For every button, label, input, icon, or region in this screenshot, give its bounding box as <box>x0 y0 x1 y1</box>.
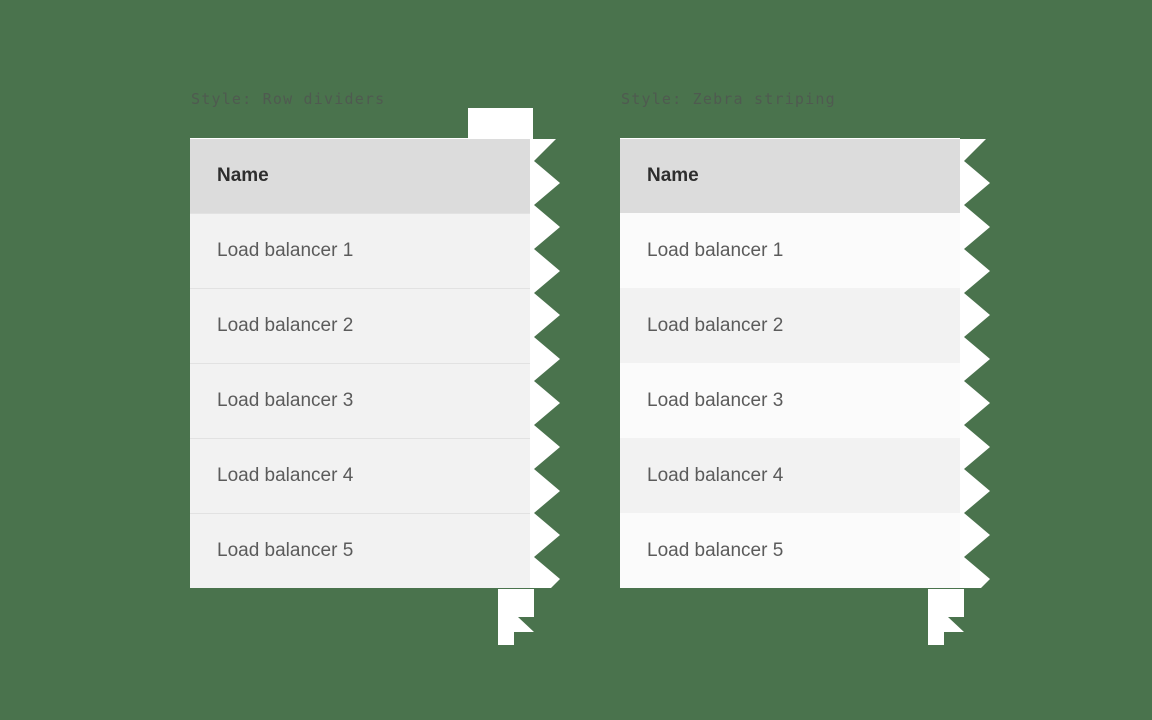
row-label: Load balancer 2 <box>217 315 354 336</box>
panel-zebra-striping: Style: Zebra striping Name Load balancer… <box>620 0 990 720</box>
table-header: Name <box>620 139 960 213</box>
table-header: Name <box>190 139 530 213</box>
style-label-row-dividers: Style: Row dividers <box>191 90 386 108</box>
table-row[interactable]: Load balancer 3 <box>190 363 530 438</box>
table-row[interactable]: Load balancer 3 <box>620 363 960 438</box>
row-label: Load balancer 3 <box>217 390 354 411</box>
panel-row-dividers: Style: Row dividers Name Load balancer 1… <box>190 0 560 720</box>
bottom-cursor-marker <box>914 588 976 646</box>
table-row[interactable]: Load balancer 4 <box>620 438 960 513</box>
style-label-zebra-striping: Style: Zebra striping <box>621 90 836 108</box>
row-label: Load balancer 3 <box>647 389 784 411</box>
table-row[interactable]: Load balancer 2 <box>190 288 530 363</box>
row-label: Load balancer 5 <box>647 539 784 561</box>
row-label: Load balancer 1 <box>647 239 784 261</box>
row-label: Load balancer 1 <box>217 240 354 261</box>
table-row[interactable]: Load balancer 1 <box>620 213 960 288</box>
column-header-name: Name <box>647 165 699 186</box>
table-row[interactable]: Load balancer 4 <box>190 438 530 513</box>
table-card-zebra-striping: Name Load balancer 1 Load balancer 2 Loa… <box>620 138 990 588</box>
table-row[interactable]: Load balancer 1 <box>190 213 530 288</box>
top-tab-marker <box>468 108 533 139</box>
row-label: Load balancer 4 <box>647 464 784 486</box>
table-row[interactable]: Load balancer 5 <box>190 513 530 588</box>
row-label: Load balancer 2 <box>647 314 784 336</box>
row-label: Load balancer 5 <box>217 540 354 561</box>
torn-edge-decoration <box>960 139 996 588</box>
table-row[interactable]: Load balancer 2 <box>620 288 960 363</box>
row-label: Load balancer 4 <box>217 465 354 486</box>
torn-edge-decoration <box>530 139 566 588</box>
column-header-name: Name <box>217 165 269 186</box>
table-card-row-dividers: Name Load balancer 1 Load balancer 2 Loa… <box>190 138 560 588</box>
bottom-cursor-marker <box>484 588 546 646</box>
table-row[interactable]: Load balancer 5 <box>620 513 960 588</box>
